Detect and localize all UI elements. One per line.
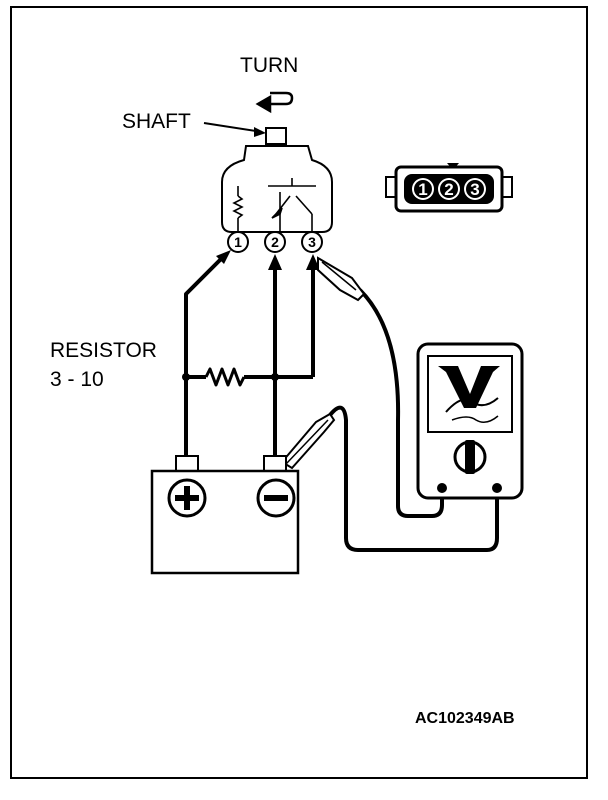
sensor-shaft — [265, 127, 287, 145]
arrowhead-pin3 — [306, 254, 320, 270]
voltmeter — [416, 342, 524, 500]
junction-dot-mid — [271, 373, 279, 381]
svg-text:1: 1 — [418, 180, 427, 199]
sensor-pin-3: 3 — [301, 231, 323, 253]
connector-pin-1: 1 — [412, 178, 434, 200]
arrowhead-pin2 — [268, 254, 282, 270]
battery-negative-post — [263, 455, 287, 473]
resistor-symbol — [204, 367, 246, 387]
figure-frame — [10, 6, 588, 779]
svg-text:2: 2 — [271, 234, 279, 250]
svg-text:3: 3 — [470, 180, 479, 199]
connector-diagram: 1 2 3 — [385, 163, 513, 213]
svg-text:2: 2 — [444, 180, 453, 199]
sensor-pin-2: 2 — [264, 231, 286, 253]
figure-code: AC102349AB — [415, 710, 515, 727]
voltmeter-terminal-right — [492, 483, 502, 493]
junction-dot-left — [182, 373, 190, 381]
wire-probe-negative — [328, 405, 499, 552]
turn-label: TURN — [240, 54, 298, 77]
sensor-housing — [221, 145, 333, 233]
test-probe-negative — [280, 412, 336, 470]
battery-positive-icon — [167, 478, 207, 518]
position-sensor — [221, 127, 333, 233]
resistor-value-label: 3 - 10 — [50, 368, 104, 391]
resistor-label: RESISTOR — [50, 339, 157, 362]
wire-pin1-positive — [184, 256, 224, 462]
sensor-pin-1: 1 — [227, 231, 249, 253]
svg-text:3: 3 — [308, 234, 316, 250]
wiring — [184, 256, 499, 552]
voltmeter-selector-knob — [453, 440, 487, 474]
voltmeter-v-icon — [438, 366, 500, 423]
wire-probe-pin3 — [358, 288, 444, 518]
connector-pin-3: 3 — [464, 178, 486, 200]
arrowhead-pin1 — [216, 250, 231, 264]
shaft-label: SHAFT — [122, 110, 191, 133]
svg-text:1: 1 — [234, 234, 242, 250]
voltmeter-terminal-left — [437, 483, 447, 493]
battery-positive-post — [175, 455, 199, 473]
connector-pin-2: 2 — [438, 178, 460, 200]
battery — [150, 455, 300, 575]
shaft-leader — [203, 122, 266, 137]
test-probe-pin3 — [317, 256, 366, 302]
battery-negative-icon — [256, 478, 296, 518]
turn-arrow-icon — [255, 91, 294, 114]
